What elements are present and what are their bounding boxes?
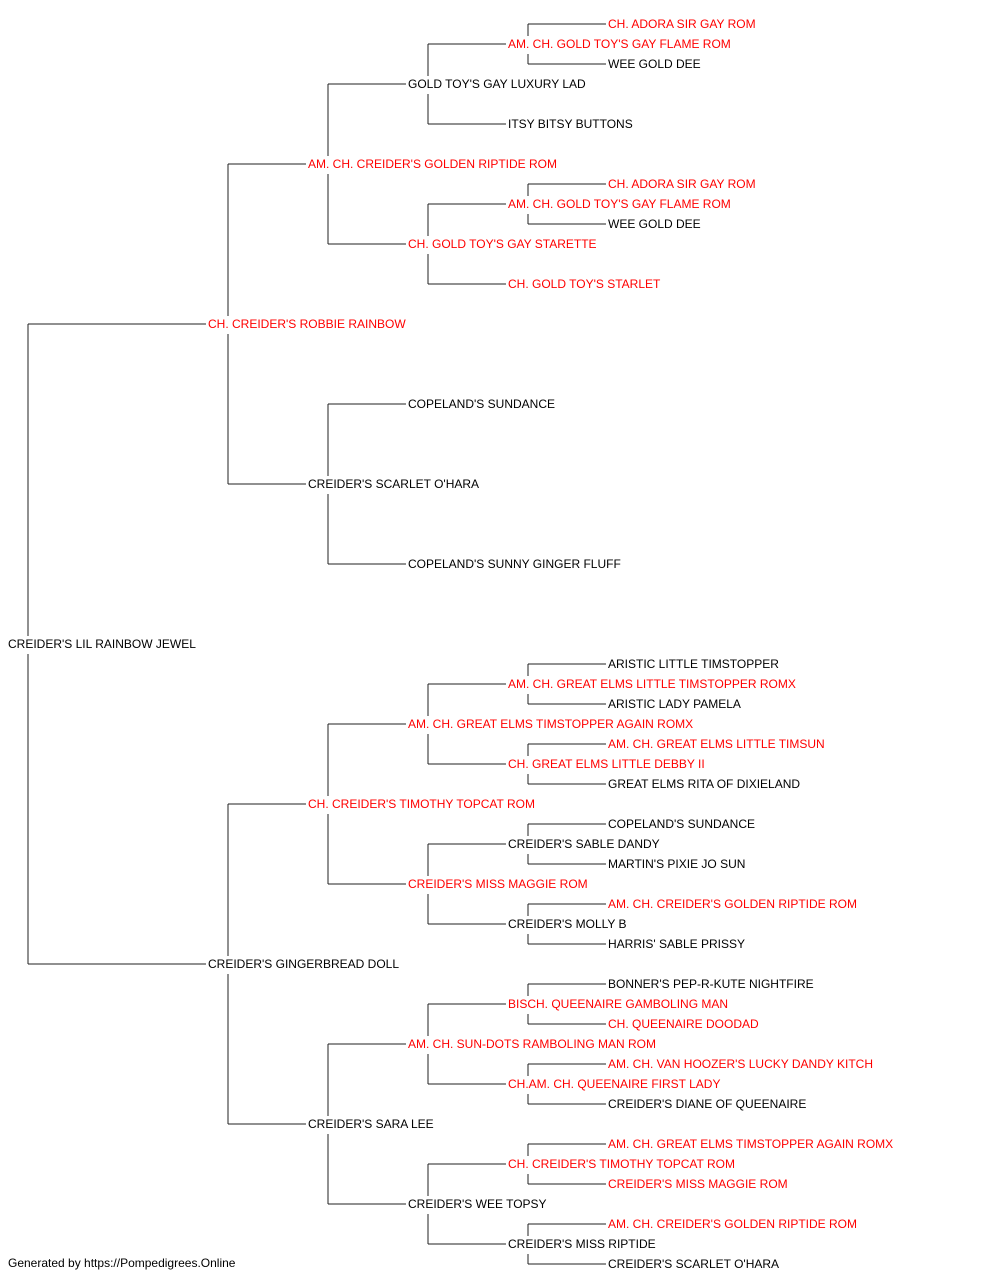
dog-name-pedigree-dam-sire: CH. CREIDER'S TIMOTHY TOPCAT ROM (308, 797, 535, 811)
dog-name-pedigree-sire-sire-dam-sire: AM. CH. GOLD TOY'S GAY FLAME ROM (508, 197, 731, 211)
dog-name-pedigree-sire-sire-dam-sire-dam: WEE GOLD DEE (608, 217, 701, 231)
dog-name-pedigree-sire-sire-sire-sire-sire: CH. ADORA SIR GAY ROM (608, 17, 756, 31)
dog-name-pedigree-dam-dam-sire-dam-sire: AM. CH. VAN HOOZER'S LUCKY DANDY KITCH (608, 1057, 873, 1071)
dog-name-pedigree-sire: CH. CREIDER'S ROBBIE RAINBOW (208, 317, 406, 331)
dog-name-pedigree-dam-sire-sire-sire-sire: ARISTIC LITTLE TIMSTOPPER (608, 657, 779, 671)
dog-name-pedigree-dam-dam-dam-dam-dam: CREIDER'S SCARLET O'HARA (608, 1257, 779, 1271)
dog-name-pedigree-sire-sire-sire: GOLD TOY'S GAY LUXURY LAD (408, 77, 586, 91)
dog-name-pedigree-dam-dam-sire-sire-sire: BONNER'S PEP-R-KUTE NIGHTFIRE (608, 977, 814, 991)
dog-name-pedigree-dam-dam-sire-sire-dam: CH. QUEENAIRE DOODAD (608, 1017, 759, 1031)
dog-name-pedigree-dam-dam-sire-sire: BISCH. QUEENAIRE GAMBOLING MAN (508, 997, 728, 1011)
dog-name-pedigree-dam-sire-dam-dam: CREIDER'S MOLLY B (508, 917, 627, 931)
dog-name-pedigree-sire-sire-dam: CH. GOLD TOY'S GAY STARETTE (408, 237, 597, 251)
dog-name-pedigree-dam-sire-sire-dam-sire: AM. CH. GREAT ELMS LITTLE TIMSUN (608, 737, 825, 751)
dog-name-pedigree-dam-dam-dam-sire: CH. CREIDER'S TIMOTHY TOPCAT ROM (508, 1157, 735, 1171)
dog-name-pedigree-sire-dam-dam: COPELAND'S SUNNY GINGER FLUFF (408, 557, 621, 571)
dog-name-pedigree-sire-sire-dam-dam: CH. GOLD TOY'S STARLET (508, 277, 661, 291)
dog-name-pedigree-sire-sire-sire-sire: AM. CH. GOLD TOY'S GAY FLAME ROM (508, 37, 731, 51)
dog-name-pedigree-dam-dam-sire: AM. CH. SUN-DOTS RAMBOLING MAN ROM (408, 1037, 656, 1051)
dog-name-pedigree-dam-dam: CREIDER'S SARA LEE (308, 1117, 434, 1131)
dog-name-pedigree-sire-dam-sire: COPELAND'S SUNDANCE (408, 397, 555, 411)
dog-name-pedigree-dam-sire-dam-sire-sire: COPELAND'S SUNDANCE (608, 817, 755, 831)
dog-name-pedigree-dam-sire-dam: CREIDER'S MISS MAGGIE ROM (408, 877, 588, 891)
footer-credit: Generated by https://Pompedigrees.Online (8, 1256, 236, 1270)
dog-name-pedigree: CREIDER'S LIL RAINBOW JEWEL (8, 637, 196, 651)
dog-name-pedigree-dam-dam-dam-sire-dam: CREIDER'S MISS MAGGIE ROM (608, 1177, 788, 1191)
dog-name-pedigree-dam: CREIDER'S GINGERBREAD DOLL (208, 957, 399, 971)
dog-name-pedigree-dam-sire-sire-dam: CH. GREAT ELMS LITTLE DEBBY II (508, 757, 705, 771)
dog-name-pedigree-dam-sire-sire-dam-dam: GREAT ELMS RITA OF DIXIELAND (608, 777, 800, 791)
dog-name-pedigree-dam-sire-dam-dam-sire: AM. CH. CREIDER'S GOLDEN RIPTIDE ROM (608, 897, 857, 911)
dog-name-pedigree-dam-sire-sire: AM. CH. GREAT ELMS TIMSTOPPER AGAIN ROMX (408, 717, 693, 731)
dog-name-pedigree-dam-dam-sire-dam-dam: CREIDER'S DIANE OF QUEENAIRE (608, 1097, 806, 1111)
dog-name-pedigree-dam-sire-dam-sire: CREIDER'S SABLE DANDY (508, 837, 660, 851)
dog-name-pedigree-dam-dam-dam-dam: CREIDER'S MISS RIPTIDE (508, 1237, 656, 1251)
dog-name-pedigree-dam-dam-sire-dam: CH.AM. CH. QUEENAIRE FIRST LADY (508, 1077, 720, 1091)
dog-name-pedigree-dam-sire-dam-sire-dam: MARTIN'S PIXIE JO SUN (608, 857, 745, 871)
dog-name-pedigree-dam-dam-dam-sire-sire: AM. CH. GREAT ELMS TIMSTOPPER AGAIN ROMX (608, 1137, 893, 1151)
dog-name-pedigree-sire-sire: AM. CH. CREIDER'S GOLDEN RIPTIDE ROM (308, 157, 557, 171)
dog-name-pedigree-sire-dam: CREIDER'S SCARLET O'HARA (308, 477, 479, 491)
dog-name-pedigree-dam-dam-dam-dam-sire: AM. CH. CREIDER'S GOLDEN RIPTIDE ROM (608, 1217, 857, 1231)
dog-name-pedigree-dam-sire-dam-dam-dam: HARRIS' SABLE PRISSY (608, 937, 745, 951)
dog-name-pedigree-sire-sire-sire-sire-dam: WEE GOLD DEE (608, 57, 701, 71)
dog-name-pedigree-sire-sire-sire-dam: ITSY BITSY BUTTONS (508, 117, 633, 131)
dog-name-pedigree-dam-sire-sire-sire: AM. CH. GREAT ELMS LITTLE TIMSTOPPER ROM… (508, 677, 796, 691)
dog-name-pedigree-dam-sire-sire-sire-dam: ARISTIC LADY PAMELA (608, 697, 741, 711)
dog-name-pedigree-dam-dam-dam: CREIDER'S WEE TOPSY (408, 1197, 547, 1211)
dog-name-pedigree-sire-sire-dam-sire-sire: CH. ADORA SIR GAY ROM (608, 177, 756, 191)
